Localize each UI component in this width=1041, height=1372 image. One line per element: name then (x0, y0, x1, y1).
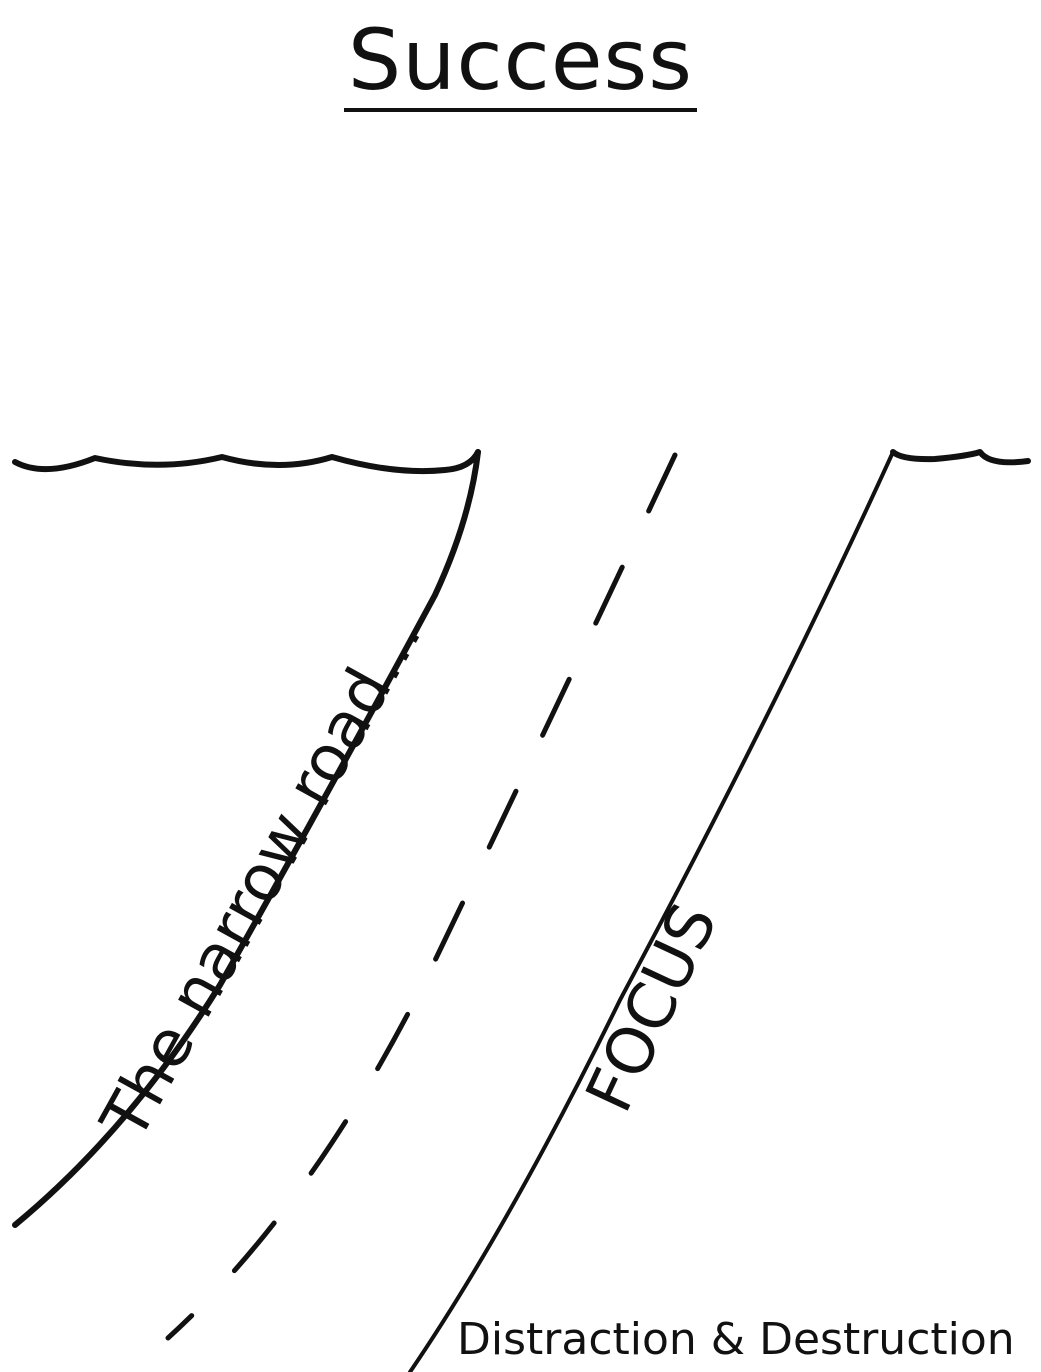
diagram-title: Success (0, 18, 1041, 112)
diagram-title-text: Success (344, 18, 697, 112)
bottom-right-label: Distraction & Destruction (457, 1318, 1015, 1362)
horizon-wave-left (15, 452, 478, 471)
horizon-wave-right (893, 452, 1028, 462)
right-road-edge (410, 452, 893, 1372)
